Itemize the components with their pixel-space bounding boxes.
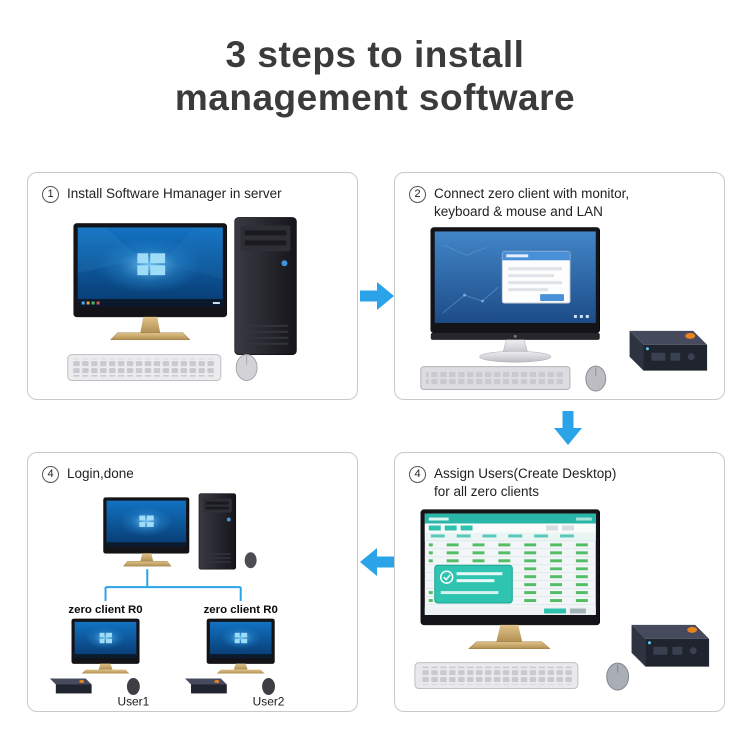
windows-logo-icon bbox=[137, 253, 166, 276]
zero-client-1-label: zero client R0 bbox=[68, 604, 142, 616]
server-mouse bbox=[235, 354, 258, 382]
zero-client-setup-illustration bbox=[420, 227, 708, 392]
step1-number: 1 bbox=[42, 186, 59, 203]
page-title: 3 steps to install management software bbox=[0, 34, 750, 120]
assign-users-illustration bbox=[414, 509, 710, 691]
step4-login-number: 4 bbox=[42, 466, 59, 483]
panel-step1: 1 Install Software Hmanager in server bbox=[27, 172, 358, 400]
panel-step2: 2 Connect zero client with monitor, keyb… bbox=[394, 172, 725, 400]
server-keyboard bbox=[67, 354, 222, 382]
user2-label: User2 bbox=[253, 694, 285, 708]
success-toast bbox=[434, 564, 513, 604]
panel-step4-login: 4 Login,done bbox=[27, 452, 358, 712]
network-lines bbox=[104, 569, 242, 601]
step4-assign-text: Assign Users(Create Desktop) for all zer… bbox=[434, 465, 616, 501]
power-button-icon bbox=[687, 626, 698, 633]
zero-client-device bbox=[629, 330, 708, 371]
user1-mouse bbox=[126, 678, 140, 695]
client-keyboard bbox=[420, 366, 571, 391]
step2-text-line2: keyboard & mouse and LAN bbox=[434, 204, 603, 220]
server-group bbox=[103, 493, 257, 570]
step1-header: 1 Install Software Hmanager in server bbox=[28, 173, 357, 203]
step4-assign-header: 4 Assign Users(Create Desktop) for all z… bbox=[395, 453, 724, 501]
step4-assign-text-line1: Assign Users(Create Desktop) bbox=[434, 466, 617, 481]
step2-header: 2 Connect zero client with monitor, keyb… bbox=[395, 173, 724, 221]
arrow-down-icon bbox=[554, 411, 582, 445]
page-title-line1: 3 steps to install bbox=[225, 34, 525, 75]
management-mouse bbox=[606, 662, 630, 691]
management-monitor bbox=[420, 509, 601, 650]
server-monitor bbox=[73, 223, 228, 341]
power-button-icon bbox=[685, 332, 696, 339]
zero-client-group-1: zero client R0 User1 bbox=[49, 604, 150, 708]
server-tower bbox=[234, 217, 297, 356]
server-mouse bbox=[244, 552, 257, 569]
zero-client-device bbox=[631, 624, 710, 667]
step4-login-text: Login,done bbox=[67, 466, 134, 481]
panel-step4-assign: 4 Assign Users(Create Desktop) for all z… bbox=[394, 452, 725, 712]
step2-number: 2 bbox=[409, 186, 426, 203]
client-monitor bbox=[430, 227, 601, 363]
zero-client-2-label: zero client R0 bbox=[204, 604, 278, 616]
step2-text-line1: Connect zero client with monitor, bbox=[434, 186, 630, 201]
step4-assign-number: 4 bbox=[409, 466, 426, 483]
step4-assign-text-line2: for all zero clients bbox=[434, 484, 540, 500]
user1-label: User1 bbox=[117, 694, 149, 708]
management-keyboard bbox=[414, 662, 579, 690]
network-topology-illustration: zero client R0 User1 zero client R0 bbox=[49, 493, 285, 708]
step4-login-header: 4 Login,done bbox=[28, 453, 357, 483]
user2-mouse bbox=[262, 678, 275, 695]
client-mouse bbox=[585, 365, 607, 392]
zero-client-group-2: zero client R0 User2 bbox=[185, 604, 285, 708]
server-illustration bbox=[67, 217, 297, 382]
page-title-line2: management software bbox=[174, 76, 576, 118]
windows-logo-icon bbox=[139, 515, 154, 527]
step1-text: Install Software Hmanager in server bbox=[67, 186, 282, 201]
arrow-right-icon bbox=[360, 282, 394, 310]
step2-text: Connect zero client with monitor, keyboa… bbox=[434, 185, 629, 221]
software-dialog bbox=[501, 250, 571, 304]
arrow-left-icon bbox=[360, 548, 394, 576]
